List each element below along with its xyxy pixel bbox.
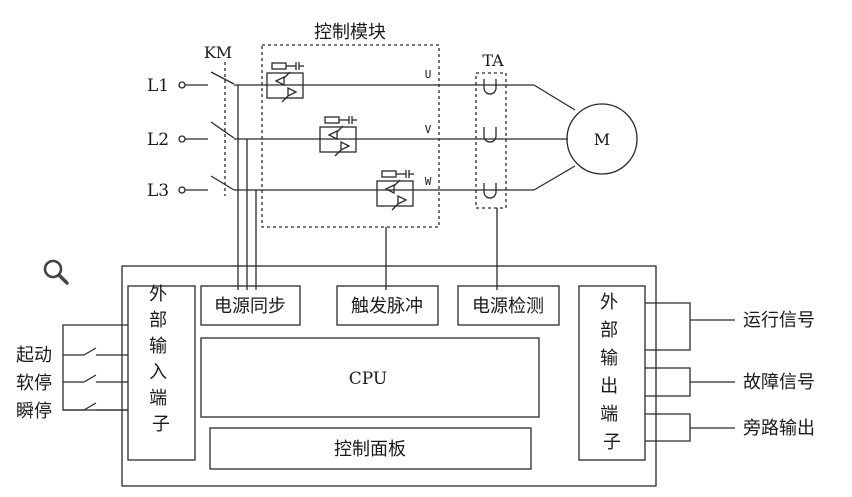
ext-input-char: 入 xyxy=(149,362,167,383)
output-label-running: 运行信号 xyxy=(743,310,815,331)
km-contactor xyxy=(210,62,235,196)
ext-output-block xyxy=(578,285,646,461)
cpu-block xyxy=(200,337,540,418)
output-label-bypass: 旁路输出 xyxy=(743,418,815,439)
ext-output-char: 外 xyxy=(600,292,618,313)
current-transformer xyxy=(475,72,507,209)
input-label-softstop: 软停 xyxy=(16,373,52,394)
terminal-l3 xyxy=(178,186,186,194)
detect-label: 电源检测 xyxy=(472,296,544,317)
sync-block xyxy=(200,285,301,326)
trigger-label: 触发脉冲 xyxy=(351,296,423,317)
ext-output-char: 出 xyxy=(600,376,618,397)
panel-label: 控制面板 xyxy=(334,439,406,460)
trigger-block xyxy=(336,285,439,326)
phase-label-u: U xyxy=(425,68,432,81)
module-title: 控制模块 xyxy=(314,22,386,43)
ext-output-label: 外 部 输 出 端 子 xyxy=(600,292,624,453)
magnifier-icon[interactable] xyxy=(40,256,72,288)
ext-input-char: 部 xyxy=(149,310,167,331)
motor xyxy=(566,103,638,175)
terminal-l2 xyxy=(178,135,186,143)
ext-output-char: 输 xyxy=(600,348,618,369)
ext-input-char: 端 xyxy=(149,388,167,409)
thyristor-w xyxy=(376,170,414,211)
ext-input-block xyxy=(127,285,196,461)
output-label-fault: 故障信号 xyxy=(743,372,815,393)
line-label-l3: L3 xyxy=(147,181,169,201)
line-label-l1: L1 xyxy=(147,76,169,96)
input-label-instantstop: 瞬停 xyxy=(16,401,52,422)
controller-box xyxy=(121,265,657,487)
control-module xyxy=(261,44,440,228)
phase-label-w: W xyxy=(425,175,432,188)
detect-block xyxy=(457,285,560,326)
ext-output-char: 部 xyxy=(600,320,618,341)
ta-label: TA xyxy=(482,51,504,70)
thyristor-u xyxy=(266,62,304,103)
ext-input-char: 子 xyxy=(152,414,170,435)
thyristor-v xyxy=(319,116,357,157)
phase-label-v: V xyxy=(425,123,432,136)
ext-input-char: 外 xyxy=(149,284,167,305)
ext-input-char: 输 xyxy=(149,336,167,357)
ext-output-char: 端 xyxy=(600,404,618,425)
line-label-l2: L2 xyxy=(147,130,169,150)
sync-label: 电源同步 xyxy=(214,296,286,317)
terminal-l1 xyxy=(178,81,186,89)
motor-label: M xyxy=(594,130,610,149)
ext-input-label: 外 部 输 入 端 子 xyxy=(149,284,173,435)
km-label: KM xyxy=(204,43,232,62)
input-label-start: 起动 xyxy=(16,345,52,366)
panel-block xyxy=(209,427,532,470)
cpu-label: CPU xyxy=(349,369,387,389)
ext-output-char: 子 xyxy=(603,432,621,453)
